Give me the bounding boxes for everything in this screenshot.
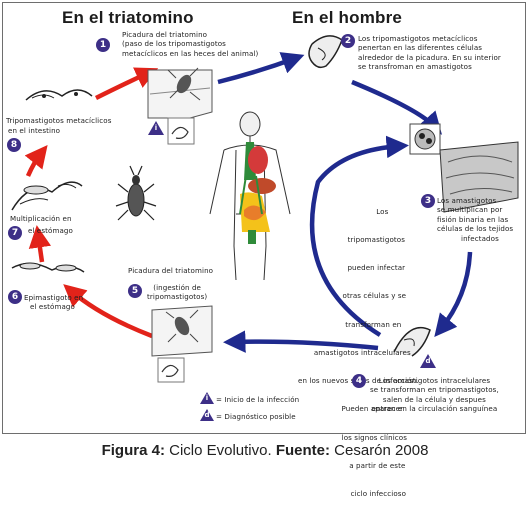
epimastigote-multiplication-step7	[11, 181, 83, 211]
diagnosis-marker: d	[420, 354, 436, 368]
step-8-badge: 8	[7, 138, 21, 152]
triatomine-bug	[115, 165, 157, 221]
infection-start-marker: i	[148, 121, 164, 135]
step-7-text: el estómago	[28, 226, 73, 235]
step-6-badge: 6	[8, 290, 22, 304]
header-triatomine: En el triatomino	[62, 8, 194, 27]
step-8-text: en el intestino	[8, 126, 61, 135]
step-3-badge: 3	[421, 194, 435, 208]
arrow-step5-to-6	[63, 284, 153, 339]
legend-diagnosis-icon: d	[200, 409, 214, 421]
arrow-step6-to-7	[28, 225, 52, 263]
step-7-title: Multiplicación en	[10, 214, 72, 223]
figure-caption: Figura 4: Ciclo Evolutivo. Fuente: Cesar…	[101, 442, 429, 459]
header-human: En el hombre	[292, 8, 403, 27]
trypomastigote-step2	[308, 35, 343, 69]
trypomastigote-step8	[25, 89, 93, 101]
bite-illustration-step5	[151, 305, 213, 357]
arrow-reinfection-loop	[309, 135, 409, 337]
step-8-title: Tripomastigotos metacíclicos	[6, 116, 112, 125]
step-2-badge: 2	[341, 34, 355, 48]
arrow-step1-to-2	[217, 52, 305, 85]
arrow-step7-to-8	[24, 144, 48, 177]
step-1-badge: 1	[96, 38, 110, 52]
bite-illustration-step1	[147, 67, 213, 119]
legend-infection-icon: i	[200, 392, 214, 404]
diagram-graphics	[11, 35, 519, 383]
amastigote-tissue-step3	[409, 123, 519, 213]
reinfection-note: Los tripomastigotos pueden infectar otra…	[298, 206, 419, 498]
trypomastigote-inset-step1	[167, 117, 195, 145]
epimastigote-step6	[11, 262, 85, 273]
trypomastigote-step4	[393, 326, 431, 357]
legend-infection-text: = Inicio de la infección	[216, 395, 300, 404]
arrow-step2-to-3	[351, 79, 442, 135]
step-5-title: Picadura del triatomino	[128, 266, 214, 275]
legend-diagnosis-text: = Diagnóstico posible	[216, 412, 296, 421]
step-1-text: Picadura del triatomino(paso de los trip…	[122, 30, 259, 58]
step-7-badge: 7	[8, 226, 22, 240]
arrow-step8-to-1	[94, 67, 159, 101]
arrow-step4-to-5	[223, 330, 379, 353]
trypomastigote-inset-step5	[157, 357, 185, 383]
step-5-badge: 5	[128, 284, 142, 298]
human-figure	[209, 111, 291, 281]
arrow-step3-to-4	[434, 251, 473, 337]
step-4-badge: 4	[352, 374, 366, 388]
